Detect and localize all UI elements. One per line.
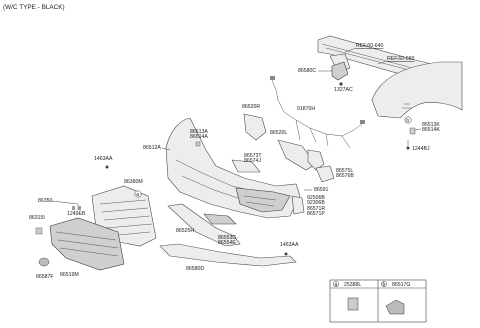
label-86513K: 86513K [422, 122, 440, 128]
legend-a-letter: a [335, 282, 338, 288]
lower-grille-86525H [167, 203, 241, 247]
label-86514A: 86514A [190, 134, 208, 140]
label-86571P: 86571P [307, 211, 325, 217]
front-fender [371, 61, 463, 119]
bolt-1244BJ [406, 146, 410, 150]
clip-86517G-icon [385, 299, 405, 315]
bolt-1327AC [339, 82, 343, 86]
label-86512A: 86512A [143, 145, 161, 151]
fog-cover-86571R [291, 195, 305, 215]
label-1244BJ: 1244BJ [412, 146, 430, 152]
label-86315I: 86315I [29, 215, 45, 221]
emblem-86315I [35, 227, 43, 235]
label-86573T: 86573T [244, 153, 262, 159]
label-86513A: 86513A [190, 129, 208, 135]
clip-86513K [409, 127, 416, 135]
label-86520L: 86520L [270, 130, 287, 136]
label-1463AA-lower: 1463AA [280, 242, 299, 248]
label-86350: 86350 [38, 198, 53, 204]
lower-lip-86580D [159, 243, 297, 267]
bezel-86575L [315, 165, 335, 183]
emblem-fastener-2 [78, 206, 81, 210]
label-86553G: 86553G [218, 235, 236, 241]
callout-b-icon [404, 116, 412, 124]
screw-1463AA-upper [105, 165, 109, 169]
legend-b-letter: b [383, 282, 386, 288]
side-bracket-86520L [277, 139, 317, 171]
callout-b-letter: b [406, 118, 409, 124]
garnish-86553G [203, 213, 237, 225]
label-86575L: 86575L [336, 168, 353, 174]
legend-table: a 25388L b 86517G [329, 279, 427, 323]
label-86580C: 86580C [298, 68, 316, 74]
emblem-fastener-1 [72, 206, 75, 210]
label-86580D: 86580D [186, 266, 204, 272]
side-bracket-86520R [243, 113, 267, 141]
label-92306B: 92306B [307, 200, 325, 206]
label-91870H: 91870H [297, 106, 315, 112]
label-86360M: 86360M [124, 179, 143, 185]
label-86591: 86591 [314, 187, 329, 193]
label-86514K: 86514K [422, 127, 440, 133]
label-1249EB: 1249EB [67, 211, 86, 217]
ref-label-a: REF.60-640 [356, 43, 384, 49]
label-86519M: 86519M [60, 272, 79, 278]
label-92506B: 92506B [307, 195, 325, 201]
screw-1463AA-lower [284, 252, 288, 256]
label-1463AA-upper: 1463AA [94, 156, 113, 162]
legend-a-code: 25388L [344, 282, 361, 288]
label-86587F: 86587F [36, 274, 54, 280]
clip-86513A [195, 141, 201, 147]
diagram-title: (W/C TYPE - BLACK) [3, 4, 65, 11]
emblem-86587F [38, 257, 50, 267]
bracket-86580C [331, 61, 349, 81]
label-86525H: 86525H [176, 228, 194, 234]
callout-a-icon [134, 190, 142, 198]
clip-25388L-icon [347, 297, 359, 311]
label-86574J: 86574J [244, 158, 261, 164]
label-1327AC: 1327AC [334, 87, 353, 93]
wiring-91870H [270, 76, 365, 149]
callout-a-letter: a [136, 192, 139, 198]
sensor-bracket [307, 149, 325, 171]
label-86520R: 86520R [242, 104, 260, 110]
label-86571R: 86571R [307, 206, 325, 212]
grille-frame-86519M [49, 217, 125, 271]
label-86576B: 86576B [336, 173, 354, 179]
legend-b-code: 86517G [392, 282, 410, 288]
label-86554E: 86554E [218, 240, 236, 246]
ref-label-b: REF.60-660 [387, 56, 415, 62]
center-bracket-86573T [231, 159, 261, 173]
